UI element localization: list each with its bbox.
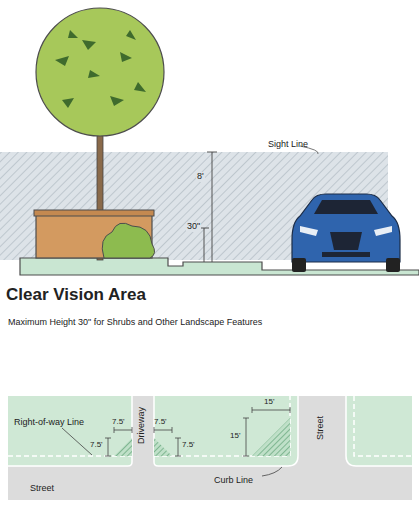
right-of-way-line [8,396,412,456]
callout-label: Curb Line [214,476,253,486]
street-ground [8,396,412,500]
curb-line [8,396,412,466]
dimension-label: 7.5' [112,418,125,427]
dimension-label: 30" [186,222,201,232]
dimension-label: 7.5' [90,441,103,450]
planter-rim [34,210,154,216]
car [292,194,400,272]
callout-label: Right-of-way Line [14,418,84,428]
dimension-label: 15' [230,432,240,441]
clear-vision-triangle [154,438,172,456]
title: Clear Vision Area [6,286,146,305]
dimension-label: 15' [264,398,274,407]
tree-canopy [36,8,164,136]
caption: Maximum Height 30" for Shrubs and Other … [8,318,262,328]
dimension-label: 7.5' [182,441,195,450]
street-label: Street [30,484,54,494]
clear-vision-triangle [114,438,132,456]
green-area [346,396,412,466]
green-area [154,396,298,466]
dimension-label: 7.5' [154,418,167,427]
dimension-label: 8' [196,172,205,182]
green-area [8,396,132,466]
dimension-lines [199,152,217,262]
callout-label: Sight Line [268,140,308,150]
street-label: Street [316,416,326,440]
dimension-lines [62,407,290,476]
clear-vision-triangle [252,418,290,456]
street-label: Driveway [137,407,147,444]
shrub [102,223,154,258]
